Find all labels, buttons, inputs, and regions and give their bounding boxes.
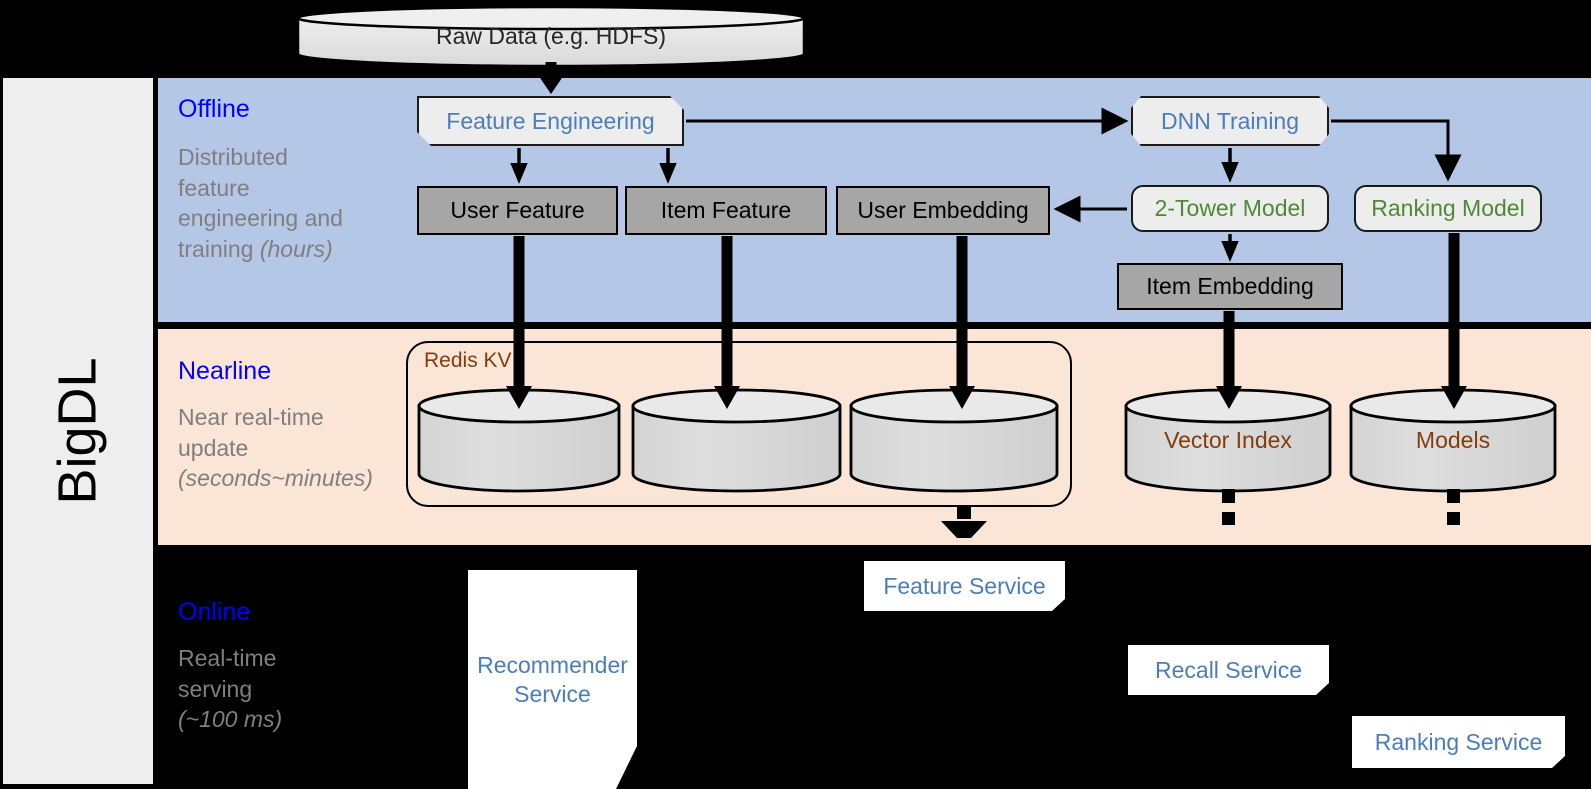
online-title: Online xyxy=(178,598,251,626)
user-embedding-store-cylinder[interactable] xyxy=(849,388,1059,493)
nearline-subtitle-italic: (seconds~minutes) xyxy=(178,465,373,492)
offline-subtitle-word: training xyxy=(178,235,260,262)
recommender-service-doc[interactable]: Recommender Service xyxy=(468,570,637,789)
offline-caption: Offline Distributed feature engineering … xyxy=(178,95,343,264)
online-subtitle-italic: (~100 ms) xyxy=(178,706,283,733)
two-tower-model-label: 2-Tower Model xyxy=(1154,195,1306,221)
user-feature-label: User Feature xyxy=(450,197,585,223)
redis-kv-container[interactable] xyxy=(406,341,1072,507)
recommender-service-label: Recommender Service xyxy=(477,651,628,707)
item-feature-label: Item Feature xyxy=(660,197,792,223)
ranking-model-label: Ranking Model xyxy=(1371,195,1525,221)
bigdl-panel: BigDL xyxy=(3,78,153,784)
nearline-subtitle: Near real-time update (seconds~minutes) xyxy=(178,402,373,494)
models-cylinder[interactable]: Models xyxy=(1349,388,1557,493)
feature-engineering-box[interactable]: Feature Engineering xyxy=(417,96,684,146)
offline-subtitle-line-2: feature xyxy=(178,174,250,201)
offline-subtitle: Distributed feature engineering and trai… xyxy=(178,142,343,264)
online-subtitle-line-2: serving xyxy=(178,675,253,702)
feature-service-doc[interactable]: Feature Service xyxy=(864,561,1065,611)
item-embedding-box[interactable]: Item Embedding xyxy=(1117,263,1343,310)
recall-service-doc[interactable]: Recall Service xyxy=(1128,645,1329,695)
bigdl-text: BigDL xyxy=(47,357,108,505)
offline-subtitle-line-4: training (hours) xyxy=(178,234,343,265)
item-embedding-label: Item Embedding xyxy=(1146,273,1314,299)
dnn-training-label: DNN Training xyxy=(1160,107,1300,134)
item-feature-box[interactable]: Item Feature xyxy=(625,186,827,235)
item-feature-store-cylinder[interactable] xyxy=(631,388,842,493)
nearline-title: Nearline xyxy=(178,357,272,385)
user-embedding-label: User Embedding xyxy=(857,197,1029,223)
offline-title: Offline xyxy=(178,95,250,123)
vector-index-cylinder[interactable]: Vector Index xyxy=(1124,388,1332,493)
nearline-subtitle-line-2: update xyxy=(178,434,249,461)
online-subtitle: Real-time serving (~100 ms) xyxy=(178,643,282,735)
online-subtitle-line-1: Real-time xyxy=(178,645,277,671)
user-embedding-box[interactable]: User Embedding xyxy=(836,186,1050,235)
bigdl-label: BigDL xyxy=(3,78,153,784)
offline-subtitle-line-3: engineering and xyxy=(178,205,343,232)
nearline-subtitle-line-1: Near real-time xyxy=(178,404,324,430)
user-feature-box[interactable]: User Feature xyxy=(417,186,618,235)
nearline-caption: Nearline Near real-time update (seconds~… xyxy=(178,357,373,494)
ranking-service-label: Ranking Service xyxy=(1374,728,1543,755)
offline-subtitle-line-1: Distributed xyxy=(178,144,288,170)
recall-service-label: Recall Service xyxy=(1155,656,1302,683)
feature-service-label: Feature Service xyxy=(883,572,1046,599)
offline-subtitle-italic: (hours) xyxy=(259,235,333,262)
feature-engineering-label: Feature Engineering xyxy=(446,107,655,134)
raw-data-cylinder[interactable]: Raw Data (e.g. HDFS) xyxy=(296,5,806,67)
user-feature-store-cylinder[interactable] xyxy=(417,388,621,493)
ranking-model-box[interactable]: Ranking Model xyxy=(1354,185,1542,232)
online-caption: Online Real-time serving (~100 ms) xyxy=(178,598,282,735)
two-tower-model-box[interactable]: 2-Tower Model xyxy=(1131,185,1329,232)
ranking-service-doc[interactable]: Ranking Service xyxy=(1352,716,1565,768)
redis-kv-label: Redis KV xyxy=(424,349,512,372)
dnn-training-box[interactable]: DNN Training xyxy=(1131,96,1329,146)
